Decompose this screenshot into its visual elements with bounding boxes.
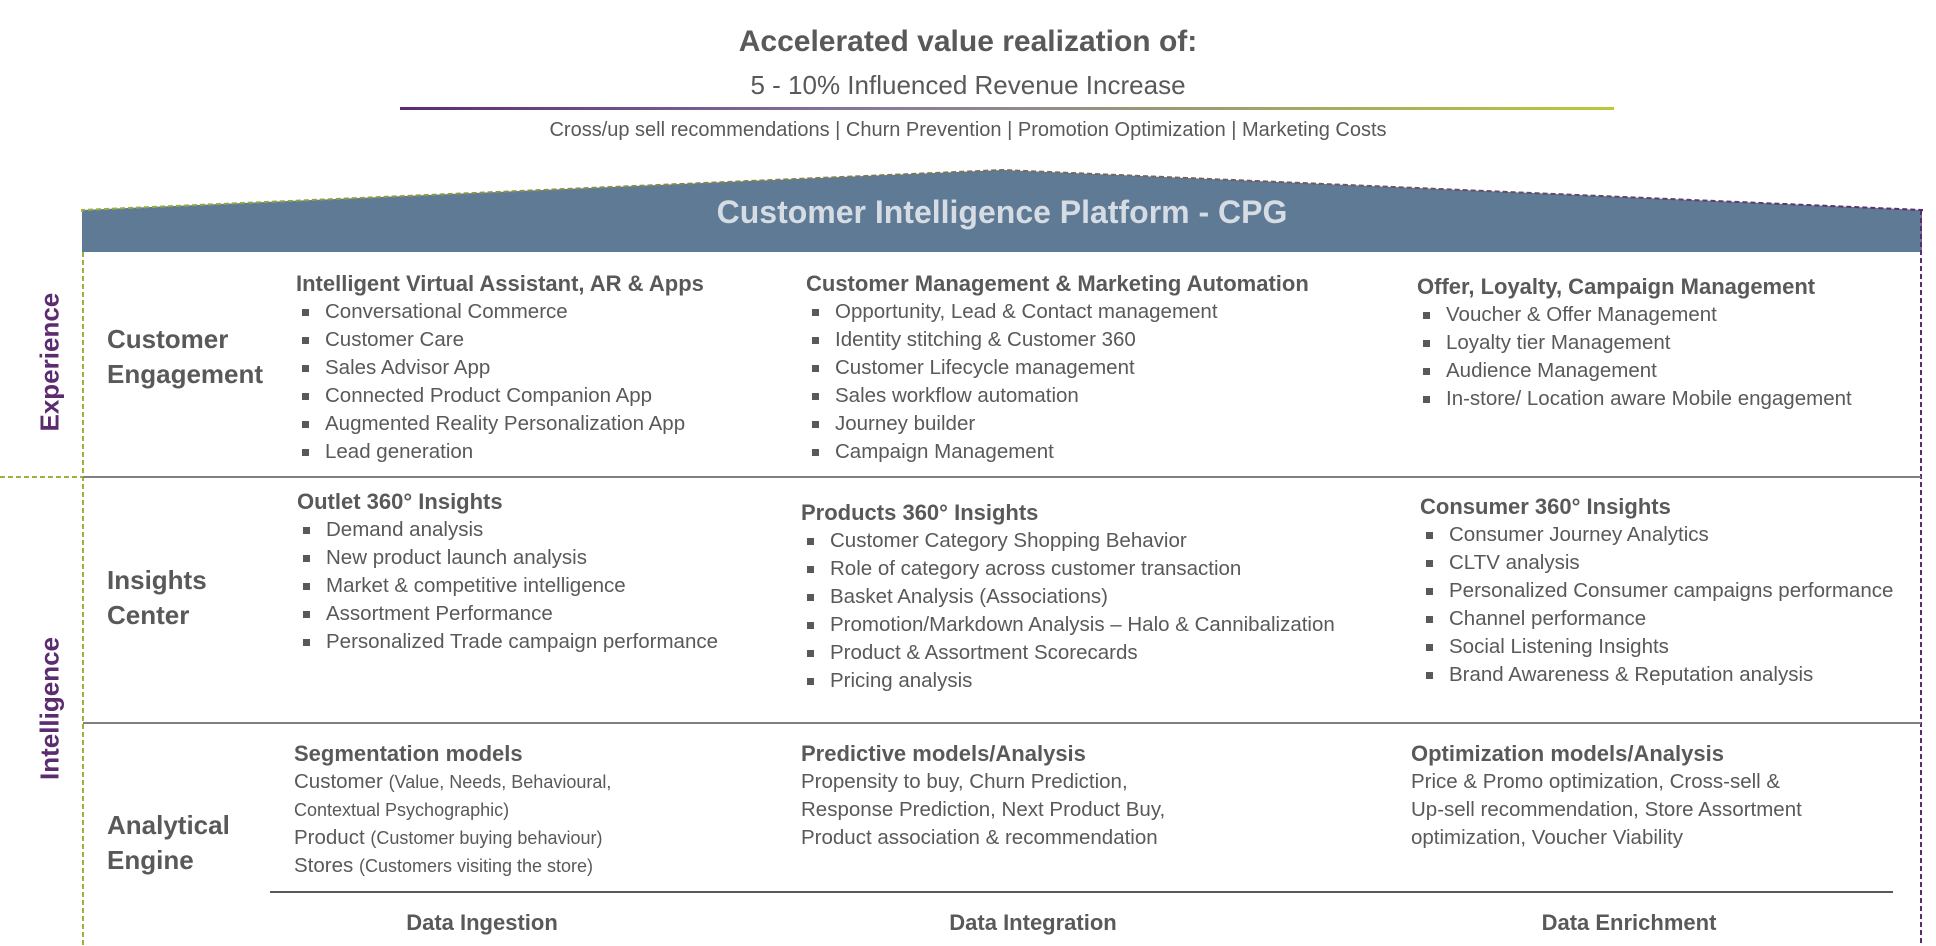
list-item: Customer Category Shopping Behavior: [801, 527, 1335, 555]
row-label-line: Customer: [107, 324, 229, 354]
text-line: Up-sell recommendation, Store Assortment: [1411, 798, 1802, 821]
list-item: Augmented Reality Personalization App: [296, 410, 704, 438]
list-item: CLTV analysis: [1420, 549, 1893, 577]
header-categories: Cross/up sell recommendations | Churn Pr…: [549, 119, 1387, 141]
list-item: Connected Product Companion App: [296, 382, 704, 410]
column-title: Segmentation models: [294, 741, 523, 766]
list-item: Pricing analysis: [801, 667, 1335, 695]
header-subtitle: 5 - 10% Influenced Revenue Increase: [750, 70, 1186, 100]
segment-name: Stores: [294, 854, 354, 877]
segment-customer: Customer (Value, Needs, Behavioural,: [294, 768, 611, 796]
data-integration-label: Data Integration: [949, 910, 1117, 935]
data-ingestion-label: Data Ingestion: [406, 910, 558, 935]
segment-stores: Stores (Customers visiting the store): [294, 852, 611, 880]
row-label-insights-center: Insights Center: [107, 563, 207, 633]
pillar-experience: Experience: [34, 292, 65, 432]
list-item: New product launch analysis: [297, 544, 718, 572]
insights-col-3: Consumer 360° Insights Consumer Journey …: [1420, 493, 1893, 689]
row-label-line: Engine: [107, 845, 194, 875]
column-title: Consumer 360° Insights: [1420, 494, 1671, 519]
list-item: Promotion/Markdown Analysis – Halo & Can…: [801, 611, 1335, 639]
text-line: optimization, Voucher Viability: [1411, 826, 1683, 849]
list-item: Basket Analysis (Associations): [801, 583, 1335, 611]
segment-customer-cont: Contextual Psychographic): [294, 796, 611, 824]
list-item: Role of category across customer transac…: [801, 555, 1335, 583]
row-label-line: Insights: [107, 565, 207, 595]
header-divider: [400, 107, 1614, 110]
list-item: Personalized Trade campaign performance: [297, 628, 718, 656]
column-title: Intelligent Virtual Assistant, AR & Apps: [296, 271, 704, 296]
pillar-intelligence: Intelligence: [34, 636, 65, 781]
insights-col-1: Outlet 360° Insights Demand analysis New…: [297, 488, 718, 656]
engine-col-2: Predictive models/Analysis Propensity to…: [801, 740, 1165, 852]
column-title: Optimization models/Analysis: [1411, 741, 1724, 766]
list-item: Market & competitive intelligence: [297, 572, 718, 600]
list-item: Sales workflow automation: [806, 382, 1309, 410]
list-item: Customer Care: [296, 326, 704, 354]
list-item: Consumer Journey Analytics: [1420, 521, 1893, 549]
text-line: Product association & recommendation: [801, 826, 1158, 849]
row-label-analytical-engine: Analytical Engine: [107, 808, 230, 878]
list-item: Opportunity, Lead & Contact management: [806, 298, 1309, 326]
column-title: Outlet 360° Insights: [297, 489, 503, 514]
text-line: Response Prediction, Next Product Buy,: [801, 798, 1166, 821]
platform-title: Customer Intelligence Platform - CPG: [716, 194, 1288, 230]
column-title: Products 360° Insights: [801, 500, 1039, 525]
list-item: Customer Lifecycle management: [806, 354, 1309, 382]
column-title: Customer Management & Marketing Automati…: [806, 271, 1309, 296]
segment-product: Product (Customer buying behaviour): [294, 824, 611, 852]
list-item: Voucher & Offer Management: [1417, 301, 1852, 329]
row-label-customer-engagement: Customer Engagement: [107, 322, 263, 392]
segment-detail: Contextual Psychographic): [294, 800, 510, 820]
list-item: Campaign Management: [806, 438, 1309, 466]
list-item: Audience Management: [1417, 357, 1852, 385]
list-item: Product & Assortment Scorecards: [801, 639, 1335, 667]
engine-col-1: Segmentation models Customer (Value, Nee…: [294, 740, 611, 880]
segment-name: Customer: [294, 770, 383, 793]
engine-col-3: Optimization models/Analysis Price & Pro…: [1411, 740, 1802, 852]
engagement-col-1: Intelligent Virtual Assistant, AR & Apps…: [296, 270, 704, 466]
text-line: Price & Promo optimization, Cross-sell &: [1411, 770, 1781, 793]
list-item: Conversational Commerce: [296, 298, 704, 326]
list-item: Journey builder: [806, 410, 1309, 438]
list-item: Sales Advisor App: [296, 354, 704, 382]
engagement-col-2: Customer Management & Marketing Automati…: [806, 270, 1309, 466]
row-label-line: Center: [107, 600, 190, 630]
list-item: Lead generation: [296, 438, 704, 466]
text-line: Propensity to buy, Churn Prediction,: [801, 770, 1128, 793]
list-item: Social Listening Insights: [1420, 633, 1893, 661]
list-item: Brand Awareness & Reputation analysis: [1420, 661, 1893, 689]
insights-col-2: Products 360° Insights Customer Category…: [801, 499, 1335, 695]
row-label-line: Analytical: [107, 810, 230, 840]
data-enrichment-label: Data Enrichment: [1541, 910, 1717, 935]
column-title: Offer, Loyalty, Campaign Management: [1417, 274, 1816, 299]
list-item: Personalized Consumer campaigns performa…: [1420, 577, 1893, 605]
engagement-col-3: Offer, Loyalty, Campaign Management Vouc…: [1417, 273, 1852, 413]
segment-detail: (Customers visiting the store): [358, 856, 594, 876]
list-item: Assortment Performance: [297, 600, 718, 628]
list-item: Identity stitching & Customer 360: [806, 326, 1309, 354]
list-item: In-store/ Location aware Mobile engageme…: [1417, 385, 1852, 413]
list-item: Demand analysis: [297, 516, 718, 544]
segment-name: Product: [294, 826, 365, 849]
list-item: Channel performance: [1420, 605, 1893, 633]
list-item: Loyalty tier Management: [1417, 329, 1852, 357]
column-title: Predictive models/Analysis: [801, 741, 1086, 766]
platform-banner: [82, 210, 1922, 252]
segment-detail: (Value, Needs, Behavioural,: [388, 772, 612, 792]
roof: [82, 170, 1922, 210]
header-title: Accelerated value realization of:: [738, 25, 1198, 58]
segment-detail: (Customer buying behaviour): [370, 828, 603, 848]
row-label-line: Engagement: [107, 359, 264, 389]
